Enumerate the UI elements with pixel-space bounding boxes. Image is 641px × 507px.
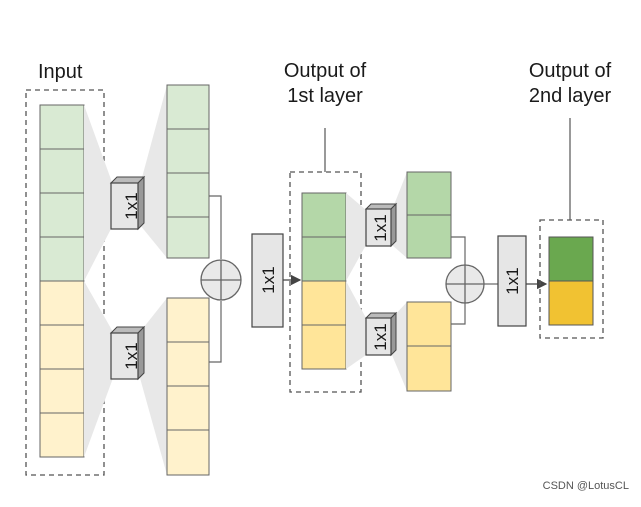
conv-label-stage2-top: 1x1	[371, 214, 390, 241]
stage2-top-output-cells	[406, 171, 452, 259]
conv-label-mid: 1x1	[259, 266, 278, 293]
conv-1x1-top	[109, 175, 146, 231]
first-layer-label-line1: Output of	[283, 60, 367, 82]
cell	[301, 236, 347, 282]
cell	[39, 236, 85, 282]
stage1-connectors	[209, 195, 222, 363]
funnel-top-in	[84, 105, 113, 281]
cell	[39, 148, 85, 194]
cell	[39, 192, 85, 238]
cell	[166, 341, 210, 387]
second-layer-dashed-box	[539, 219, 604, 339]
first-layer-label: Output of 1st layer	[265, 59, 385, 109]
sum-node-2	[445, 264, 485, 304]
cell	[166, 172, 210, 218]
cell	[548, 280, 594, 326]
second-layer-group	[539, 118, 604, 339]
conv-1x1-bottom	[109, 325, 146, 381]
funnel-bottom-out	[140, 298, 167, 475]
conv-1x1-mid	[251, 233, 284, 328]
funnels-stage-1	[84, 85, 167, 475]
input-dashed-box	[25, 89, 105, 476]
input-green-cells	[39, 104, 85, 282]
cell	[166, 128, 210, 174]
stage1-top-output-cells	[166, 84, 210, 259]
funnels-stage-2	[346, 172, 407, 391]
input-label: Input	[38, 61, 83, 83]
cell	[301, 280, 347, 326]
cell	[39, 324, 85, 370]
cell	[39, 104, 85, 150]
input-yellow-cells	[39, 280, 85, 458]
cell	[166, 84, 210, 130]
second-layer-label-line1: Output of	[528, 60, 612, 82]
cell	[166, 216, 210, 259]
second-layer-label-line2: 2nd layer	[528, 85, 612, 107]
cell	[166, 297, 210, 343]
stage2-bottom-output-cells	[406, 301, 452, 392]
cell	[301, 192, 347, 238]
cell	[548, 236, 594, 282]
cell	[39, 368, 85, 414]
conv-label-stage2-bottom: 1x1	[371, 323, 390, 350]
first-layer-label-line2: 1st layer	[287, 85, 363, 107]
first-layer-group	[289, 128, 362, 393]
conv-label-final: 1x1	[503, 267, 522, 294]
cell	[39, 412, 85, 458]
conv-label-bottom: 1x1	[122, 342, 141, 369]
conv-1x1-stage2-bottom	[364, 311, 398, 357]
cell	[166, 429, 210, 476]
stage1-bottom-output-cells	[166, 297, 210, 476]
cell	[39, 280, 85, 326]
watermark: CSDN @LotusCL	[542, 480, 629, 492]
stage2-connectors	[451, 236, 466, 325]
funnel-bottom-in	[84, 281, 113, 457]
second-layer-label: Output of 2nd layer	[510, 59, 630, 109]
cell	[166, 385, 210, 431]
first-layer-dashed-box	[289, 171, 362, 393]
sum-node-1	[200, 259, 242, 301]
funnel-top-out	[140, 85, 167, 258]
cell	[301, 324, 347, 370]
input-group	[25, 89, 105, 476]
conv-1x1-stage2-top	[364, 202, 398, 248]
conv-label-top: 1x1	[122, 192, 141, 219]
conv-1x1-final	[497, 235, 527, 327]
